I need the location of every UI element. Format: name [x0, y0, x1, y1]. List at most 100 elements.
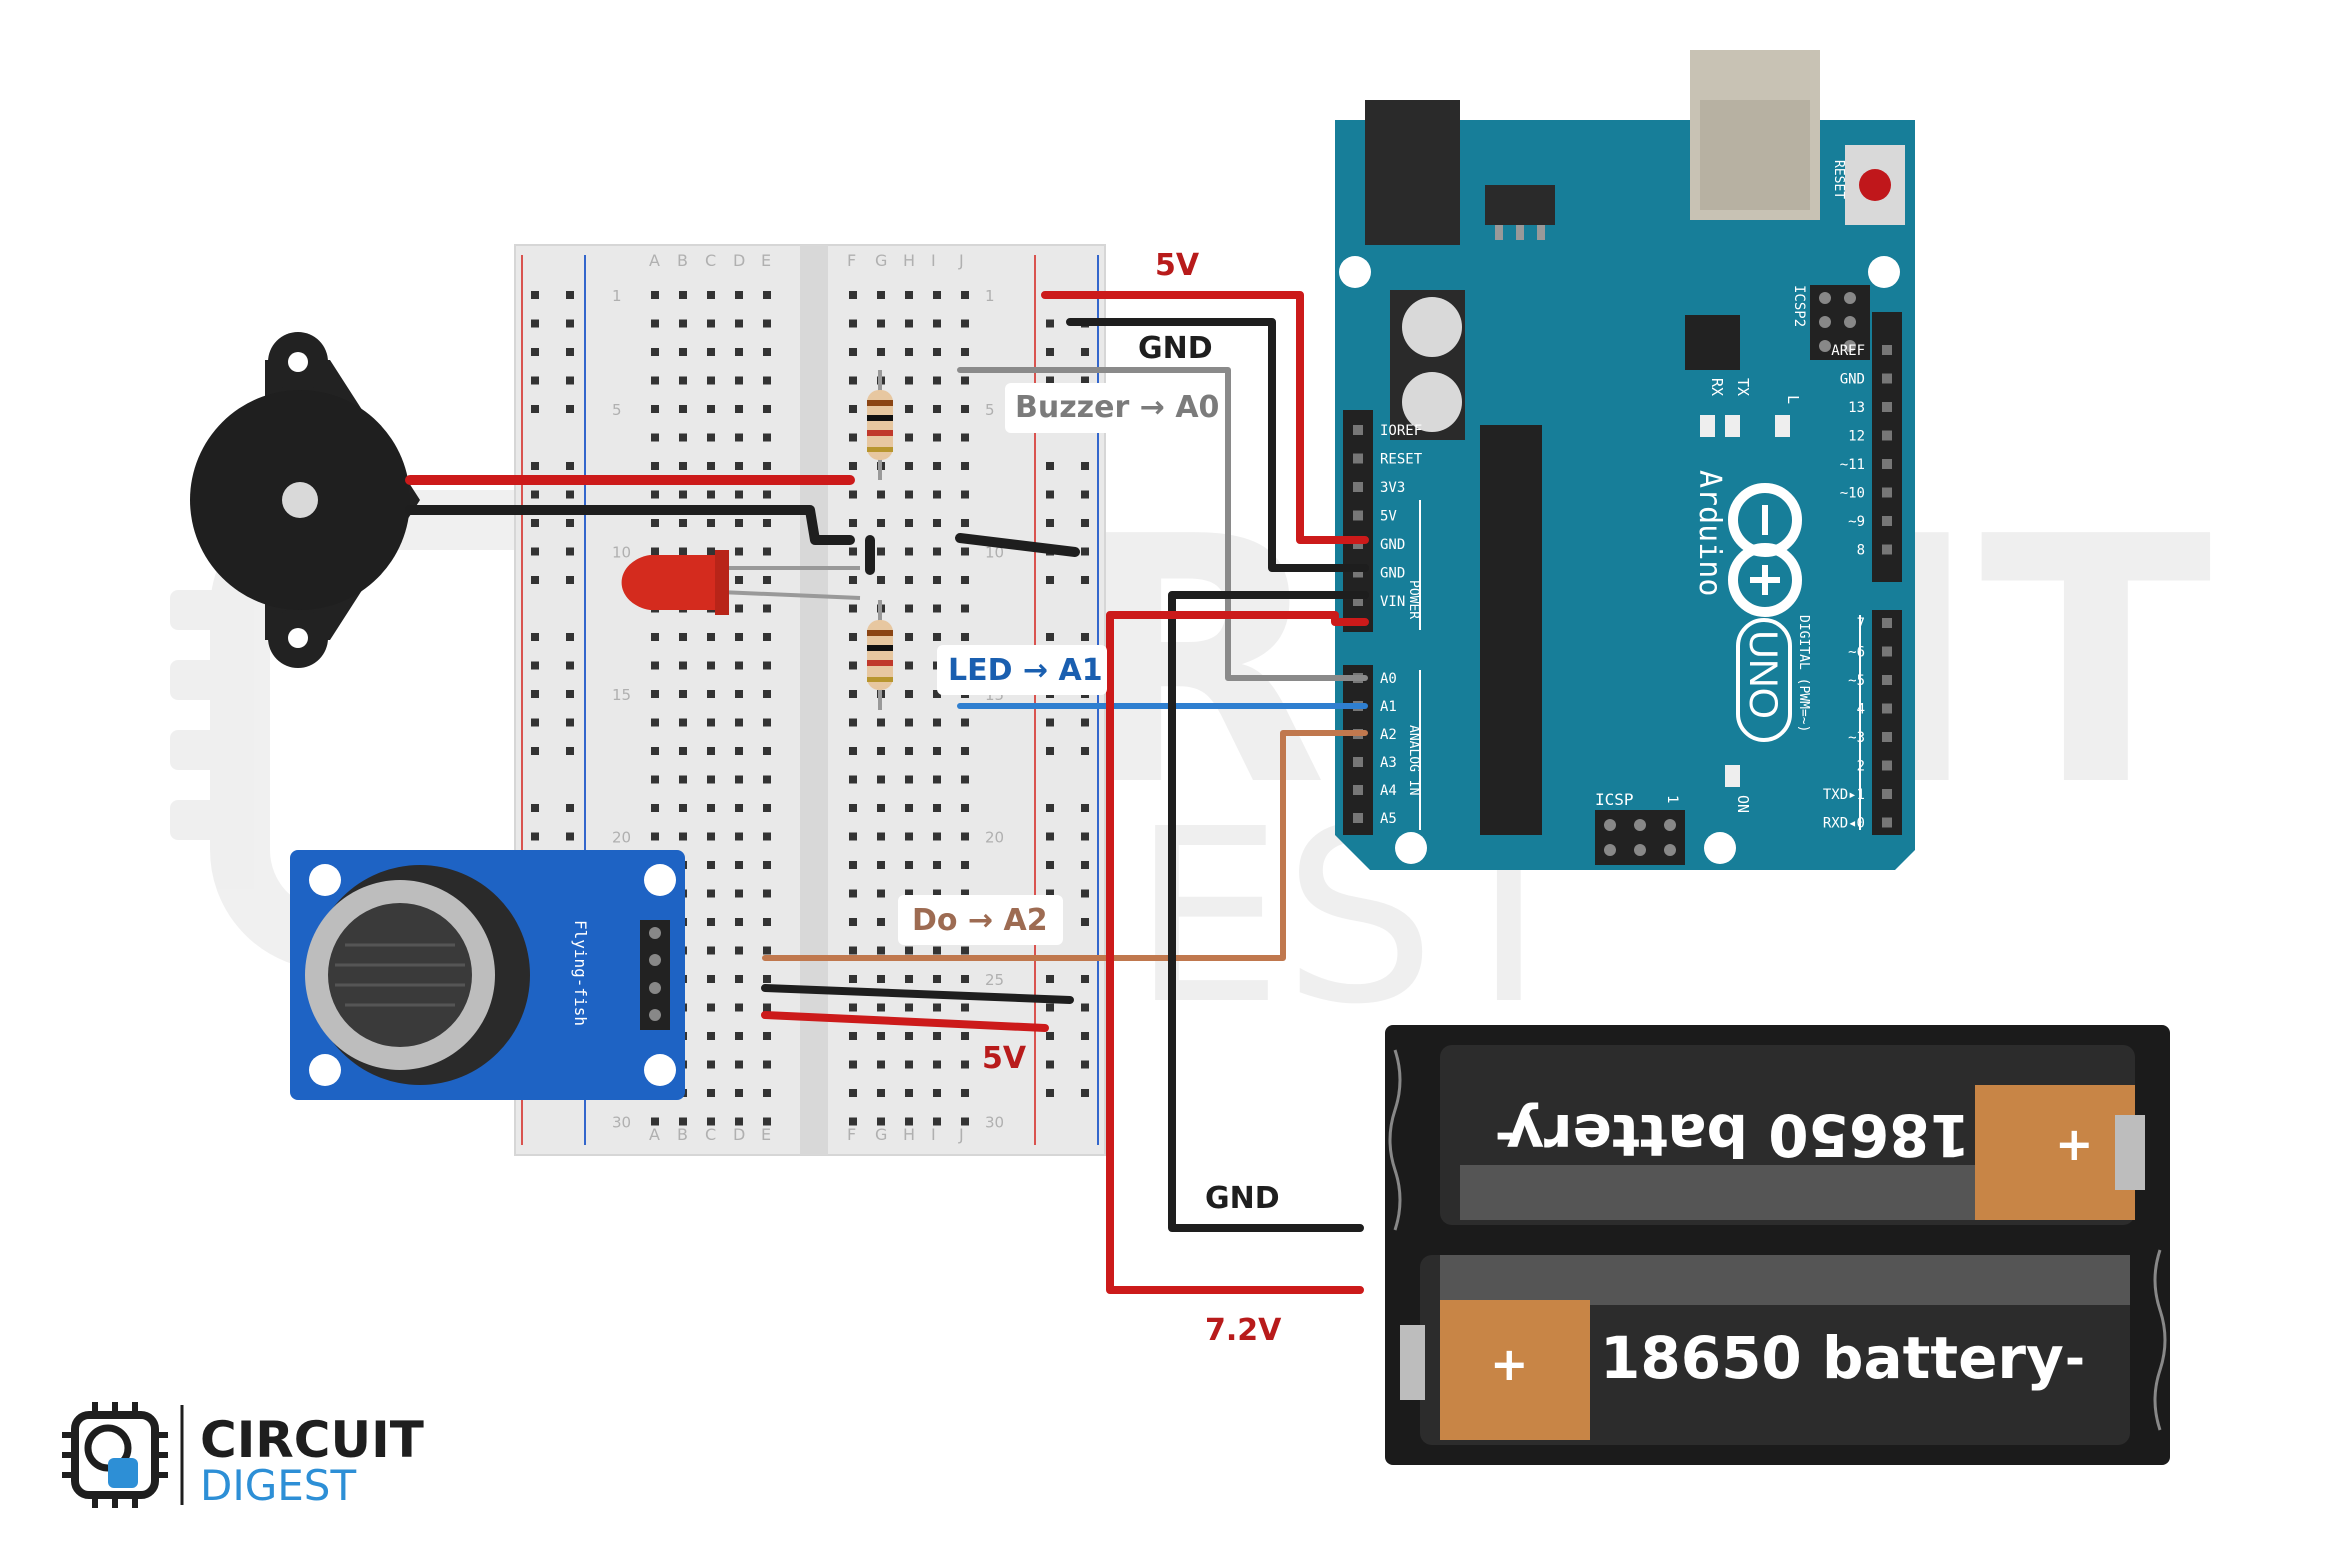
breadboard-hole — [763, 1060, 771, 1069]
breadboard-hole — [849, 747, 857, 755]
breadboard-hole — [961, 576, 969, 584]
breadboard-hole — [763, 576, 771, 584]
digital-pin — [1882, 646, 1892, 657]
breadboard-hole — [849, 889, 857, 898]
breadboard-hole — [763, 832, 771, 841]
rail-hole — [531, 747, 539, 755]
row-number: 20 — [612, 829, 631, 847]
digital-pin — [1882, 544, 1892, 555]
digital-pin — [1882, 789, 1892, 799]
label-top-gnd: GND — [1138, 331, 1213, 366]
rail-hole — [1046, 576, 1054, 584]
rail-hole — [531, 376, 539, 385]
breadboard-hole — [679, 747, 687, 755]
breadboard-hole — [933, 861, 941, 869]
connection-labels: 5V GND Buzzer → A0 LED → A1 Do → A2 5V G… — [898, 248, 1282, 1348]
breadboard-hole — [933, 348, 941, 356]
rail-hole — [1081, 1060, 1089, 1069]
digital-pin — [1882, 487, 1892, 498]
breadboard-hole — [933, 576, 941, 584]
breadboard-hole — [877, 319, 885, 328]
sensor-label: Flying-fish — [571, 920, 590, 1026]
breadboard-hole — [961, 889, 969, 898]
rail-hole — [1081, 918, 1089, 926]
digital-header-label: DIGITAL (PWM=~) — [1796, 615, 1811, 732]
logo-line2: DIGEST — [200, 1461, 356, 1510]
breadboard-hole — [961, 946, 969, 955]
breadboard-hole — [849, 975, 857, 983]
rail-hole — [531, 490, 539, 499]
rail-hole — [1081, 547, 1089, 556]
breadboard-hole — [961, 604, 969, 613]
digital-pin-label: ~11 — [1840, 457, 1865, 473]
breadboard-hole — [763, 519, 771, 527]
analog-pin — [1353, 757, 1363, 767]
column-letter: F — [847, 251, 856, 270]
wire-5v-top — [1041, 291, 1369, 544]
battery-bottom: + 18650 battery - — [1400, 1255, 2130, 1445]
rail-hole — [531, 405, 539, 413]
breadboard-hole — [905, 376, 913, 385]
breadboard-hole — [763, 946, 771, 955]
breadboard-hole — [961, 490, 969, 499]
breadboard-hole — [707, 804, 715, 812]
breadboard-hole — [849, 861, 857, 869]
column-letter: J — [958, 251, 964, 270]
breadboard-hole — [849, 576, 857, 584]
breadboard-hole — [877, 490, 885, 499]
column-letter: F — [847, 1125, 856, 1144]
breadboard-hole — [905, 832, 913, 841]
digital-pin — [1882, 675, 1892, 685]
breadboard-hole — [679, 718, 687, 727]
breadboard-hole — [877, 1003, 885, 1012]
breadboard-hole — [763, 804, 771, 812]
battery-top-text: 18650 battery — [1506, 1101, 1970, 1169]
battery-holder: - 18650 battery + + 18650 battery - — [1385, 1025, 2170, 1465]
breadboard-hole — [763, 462, 771, 470]
breadboard-hole — [849, 775, 857, 784]
wires — [405, 291, 1369, 1294]
breadboard-hole — [735, 946, 743, 955]
breadboard-hole — [933, 376, 941, 385]
breadboard-hole — [961, 1003, 969, 1012]
battery-top: - 18650 battery + — [1440, 1045, 2145, 1225]
breadboard-hole — [707, 519, 715, 527]
power-pin-label: IOREF — [1380, 423, 1422, 439]
power-pin-label: GND — [1380, 566, 1405, 582]
breadboard-hole — [735, 918, 743, 926]
breadboard-hole — [961, 547, 969, 556]
breadboard-hole — [735, 1003, 743, 1012]
rail-hole — [1081, 889, 1089, 898]
breadboard-hole — [905, 661, 913, 670]
rail-hole — [1046, 1089, 1054, 1097]
breadboard-hole — [707, 633, 715, 641]
breadboard-hole — [933, 319, 941, 328]
rail-hole — [1046, 462, 1054, 470]
row-number: 15 — [612, 686, 631, 704]
breadboard-hole — [961, 861, 969, 869]
breadboard-hole — [735, 547, 743, 556]
breadboard-hole — [707, 547, 715, 556]
breadboard-hole — [735, 376, 743, 385]
breadboard-hole — [735, 405, 743, 413]
battery-bottom-text: 18650 battery — [1600, 1324, 2064, 1392]
rail-hole — [1081, 804, 1089, 812]
rail-hole — [1081, 747, 1089, 755]
rail-hole — [1046, 747, 1054, 755]
breadboard-hole — [763, 1032, 771, 1040]
breadboard-hole — [707, 861, 715, 869]
reset-button[interactable] — [1859, 169, 1891, 201]
breadboard-hole — [933, 718, 941, 727]
breadboard-hole — [763, 975, 771, 983]
battery-top-plus: + — [2055, 1117, 2094, 1171]
breadboard-hole — [651, 747, 659, 755]
analog-pin-label: A2 — [1380, 727, 1397, 743]
breadboard-hole — [933, 946, 941, 955]
digital-pin — [1882, 402, 1892, 412]
breadboard-hole — [961, 1089, 969, 1097]
breadboard-hole — [735, 975, 743, 983]
rail-hole — [1081, 348, 1089, 356]
breadboard-hole — [933, 433, 941, 442]
